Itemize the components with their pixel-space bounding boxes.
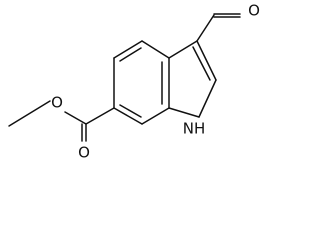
aldehyde-oxygen-label: O: [248, 2, 260, 20]
bond-c3-c2-inner: [192, 46, 211, 81]
bond-c4-c5-inner: [119, 47, 142, 62]
bond-n1-c7a: [168, 107, 200, 118]
bond-oxygen-to-methyl: [8, 100, 51, 127]
bond-c6-ester-carbon: [85, 107, 115, 125]
bond-c3-c2: [196, 40, 217, 81]
bond-c6-c7-inner: [119, 104, 142, 118]
bond-c7-c7a: [141, 107, 170, 125]
ester-carbonyl-oxygen-label: O: [78, 144, 90, 162]
bond-c2-n1: [198, 79, 217, 118]
bond-aldehyde-to-c3: [196, 14, 215, 42]
bond-c4-c5: [113, 40, 143, 59]
bond-c3a-c4: [141, 40, 170, 59]
indole-nh-label: NH: [183, 120, 206, 138]
molecule-diagram: O O O NH: [8, 2, 260, 162]
structure-canvas: O O O NH: [8, 1, 260, 162]
bond-c3-c3a: [168, 40, 198, 59]
ester-ether-oxygen-label: O: [51, 94, 63, 112]
bond-ester-carbon-to-oxygen: [64, 111, 87, 125]
bond-c6-c7: [113, 107, 143, 125]
